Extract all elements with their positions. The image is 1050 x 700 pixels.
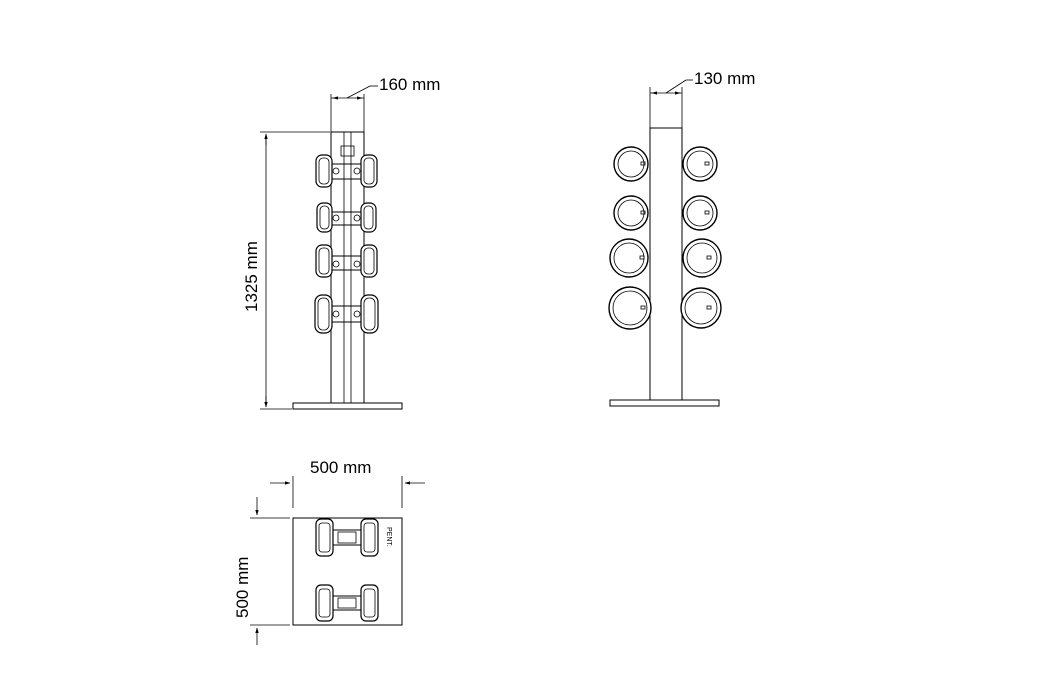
top-view: 500 mm 500 mm bbox=[233, 458, 425, 645]
top-width-label: 500 mm bbox=[310, 458, 371, 477]
side-view: 160 mm 1325 mm bbox=[242, 75, 440, 410]
side-dumbbell-3 bbox=[315, 244, 378, 278]
front-dumbbell-2 bbox=[613, 195, 718, 231]
top-base-plate bbox=[292, 517, 403, 626]
front-dumbbell-4 bbox=[608, 286, 722, 330]
front-view: 130 mm bbox=[608, 69, 755, 407]
front-width-label: 130 mm bbox=[694, 69, 755, 88]
top-dumbbell-2 bbox=[315, 584, 379, 622]
front-column bbox=[649, 127, 683, 401]
side-base-plate bbox=[292, 402, 403, 410]
side-dumbbell-4 bbox=[314, 294, 379, 334]
top-depth-label: 500 mm bbox=[233, 557, 252, 618]
side-dumbbell-2 bbox=[316, 202, 377, 233]
top-dumbbell-1 bbox=[315, 518, 379, 557]
front-base-plate bbox=[609, 399, 720, 407]
top-depth-dimension: 500 mm bbox=[233, 497, 290, 645]
side-width-label: 160 mm bbox=[379, 75, 440, 94]
side-height-dimension: 1325 mm bbox=[242, 131, 330, 410]
front-dumbbell-3 bbox=[609, 238, 722, 278]
side-width-dimension: 160 mm bbox=[330, 75, 440, 132]
side-dumbbell-1 bbox=[315, 154, 378, 188]
side-height-label: 1325 mm bbox=[242, 241, 261, 312]
front-dumbbell-1 bbox=[613, 146, 718, 182]
top-width-dimension: 500 mm bbox=[270, 458, 425, 508]
brand-mark: PENT. bbox=[385, 527, 392, 547]
front-width-dimension: 130 mm bbox=[649, 69, 755, 128]
